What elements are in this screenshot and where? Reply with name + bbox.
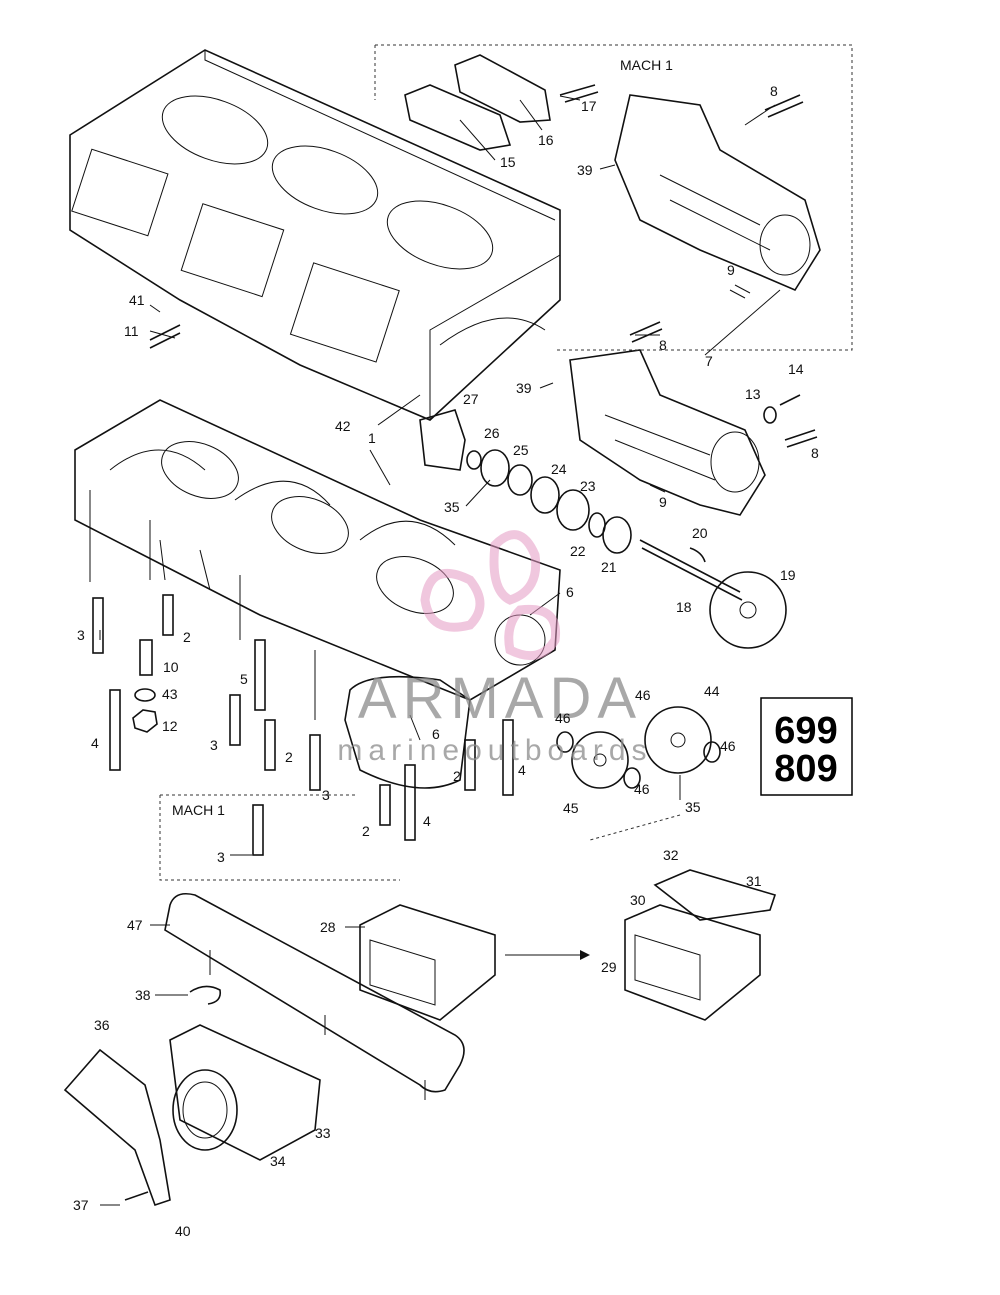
valve-cover-upper-part	[614, 94, 821, 299]
callout-5: 5	[240, 671, 248, 687]
callout-17: 17	[581, 98, 597, 114]
callout-3: 3	[322, 787, 330, 803]
model-number-809: 809	[774, 748, 837, 790]
callout-46: 46	[555, 710, 571, 726]
callout-3: 3	[217, 849, 225, 865]
callout-6: 6	[566, 584, 574, 600]
callout-30: 30	[630, 892, 646, 908]
callout-19: 19	[780, 567, 796, 583]
callout-3: 3	[77, 627, 85, 643]
callout-8: 8	[811, 445, 819, 461]
washer-nut-parts	[132, 406, 777, 733]
callout-18: 18	[676, 599, 692, 615]
callout-22: 22	[570, 543, 586, 559]
callout-14: 14	[788, 361, 804, 377]
intake-manifold-part	[164, 892, 465, 1100]
callout-41: 41	[129, 292, 145, 308]
callout-33: 33	[315, 1125, 331, 1141]
model-number-699: 699	[774, 710, 837, 752]
gear-parts	[556, 706, 721, 789]
callout-9: 9	[659, 494, 667, 510]
callout-8: 8	[770, 83, 778, 99]
callout-7: 7	[705, 353, 713, 369]
callout-13: 13	[745, 386, 761, 402]
callout-25: 25	[513, 442, 529, 458]
gasket-16-part	[454, 54, 551, 123]
callout-29: 29	[601, 959, 617, 975]
callout-20: 20	[692, 525, 708, 541]
callout-37: 37	[73, 1197, 89, 1213]
mach1-bottom-frame	[159, 794, 681, 881]
gasket-15-part	[404, 84, 512, 151]
mach1-top-frame	[374, 44, 853, 351]
callout-46: 46	[634, 781, 650, 797]
model-box	[760, 697, 853, 796]
callout-36: 36	[94, 1017, 110, 1033]
callout-16: 16	[538, 132, 554, 148]
bracket-36-part	[63, 1048, 171, 1207]
reed-valve-28-part	[359, 904, 496, 1021]
callout-46: 46	[635, 687, 651, 703]
callout-39: 39	[516, 380, 532, 396]
callout-2: 2	[453, 768, 461, 784]
callout-15: 15	[500, 154, 516, 170]
callout-39: 39	[577, 162, 593, 178]
arrow-head	[580, 950, 590, 960]
callout-2: 2	[183, 629, 191, 645]
callout-31: 31	[746, 873, 762, 889]
callout-3: 3	[210, 737, 218, 753]
callout-1: 1	[368, 430, 376, 446]
hose-clamp-38-part	[189, 985, 222, 1005]
callout-4: 4	[518, 762, 526, 778]
callout-38: 38	[135, 987, 151, 1003]
callout-44: 44	[704, 683, 720, 699]
mach1-bottom-label: MACH 1	[172, 802, 225, 818]
callout-2: 2	[285, 749, 293, 765]
callout-43: 43	[162, 686, 178, 702]
callout-6: 6	[432, 726, 440, 742]
callout-2: 2	[362, 823, 370, 839]
callout-35: 35	[685, 799, 701, 815]
water-pump-shaft-assembly	[419, 409, 787, 649]
upper-crankcase-part	[69, 49, 561, 421]
callout-11: 11	[124, 323, 139, 339]
carb-flange-part	[169, 1024, 321, 1161]
callout-8: 8	[659, 337, 667, 353]
mach1-top-label: MACH 1	[620, 57, 673, 73]
callout-35: 35	[444, 499, 460, 515]
callout-10: 10	[163, 659, 179, 675]
callout-labels: 1 2 2 2 2 3 3 3 3 4 4 4 5 6 6 7 8 8 8 9 …	[73, 83, 819, 1239]
callout-24: 24	[551, 461, 567, 477]
callout-40: 40	[175, 1223, 191, 1239]
leader-lines	[89, 95, 781, 1206]
callout-42: 42	[335, 418, 351, 434]
callout-4: 4	[423, 813, 431, 829]
callout-34: 34	[270, 1153, 286, 1169]
callout-45: 45	[563, 800, 579, 816]
callout-9: 9	[727, 262, 735, 278]
callout-26: 26	[484, 425, 500, 441]
watermark-brand: ARMADA	[358, 666, 642, 731]
watermark-tagline: marineoutboards	[337, 734, 652, 767]
callout-21: 21	[601, 559, 617, 575]
reed-valve-29-part	[624, 869, 777, 1021]
callout-32: 32	[663, 847, 679, 863]
callout-23: 23	[580, 478, 596, 494]
callout-46: 46	[720, 738, 736, 754]
callout-27: 27	[463, 391, 479, 407]
valve-cover-lower-part	[569, 349, 766, 516]
callout-12: 12	[162, 718, 178, 734]
callout-4: 4	[91, 735, 99, 751]
bolt-parts	[92, 84, 818, 1201]
callout-47: 47	[127, 917, 143, 933]
watermark-logo	[420, 530, 561, 661]
callout-28: 28	[320, 919, 336, 935]
